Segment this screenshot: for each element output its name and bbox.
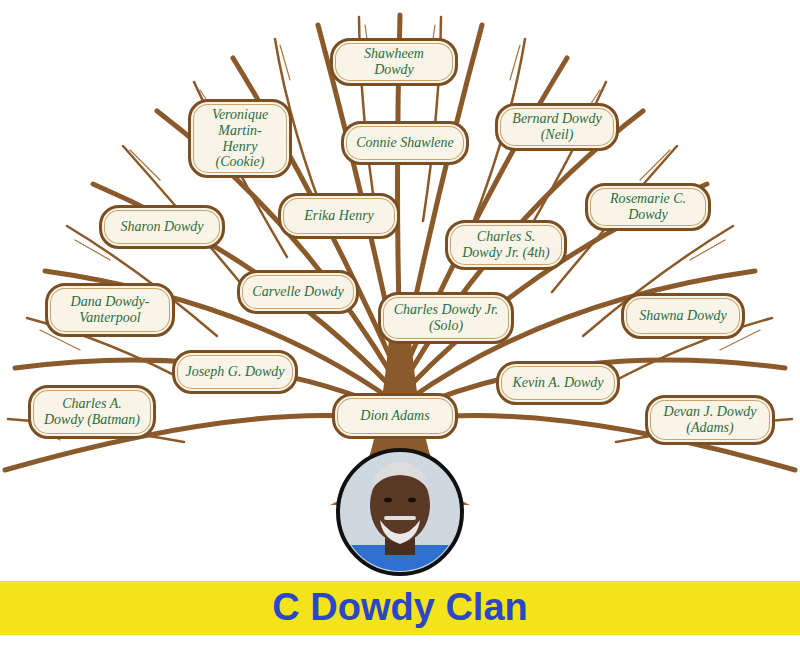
person-name: Dion Adams	[360, 408, 429, 424]
name-plaque: Shawheem Dowdy	[330, 38, 458, 86]
plaque-texts: Sharon Dowdy	[120, 219, 203, 235]
plaque-texts: Carvelle Dowdy	[252, 284, 343, 300]
person-name: Bernard Dowdy (Neil)	[508, 111, 606, 142]
name-plaque: Bernard Dowdy (Neil)	[495, 103, 619, 151]
plaque-texts: Charles Dowdy Jr. (Solo)	[391, 302, 501, 333]
name-plaque: Sharon Dowdy	[99, 205, 225, 249]
name-plaque: Devan J. Dowdy (Adams)	[645, 395, 775, 445]
plaque-texts: Bernard Dowdy (Neil)	[508, 111, 606, 142]
person-name: Dana Dowdy-Vanterpool	[58, 294, 162, 325]
name-plaque: Dana Dowdy-Vanterpool	[45, 283, 175, 337]
person-name: Devan J. Dowdy (Adams)	[658, 404, 762, 435]
plaque-texts: Charles A. Dowdy (Batman)	[41, 396, 143, 427]
name-plaque: Veronique Martin-Henry (Cookie)	[188, 99, 292, 178]
person-name: Shawheem Dowdy	[343, 46, 445, 77]
person-name: Charles A. Dowdy (Batman)	[41, 396, 143, 427]
name-plaque: Charles S. Dowdy Jr. (4th)	[445, 220, 567, 270]
plaque-texts: Shawna Dowdy	[639, 308, 727, 324]
plaque-texts: Kevin A. Dowdy	[512, 375, 603, 391]
name-plaque: Erika Henry	[278, 193, 400, 239]
name-plaque: Shawna Dowdy	[621, 293, 745, 339]
person-name: Charles S. Dowdy Jr. (4th)	[458, 229, 554, 260]
plaque-texts: Veronique Martin-Henry (Cookie)	[201, 107, 279, 170]
person-name: Erika Henry	[304, 208, 374, 224]
name-plaque: Charles Dowdy Jr. (Solo)	[378, 292, 514, 344]
name-plaque: Connie Shawlene	[341, 121, 469, 165]
plaque-texts: Charles S. Dowdy Jr. (4th)	[458, 229, 554, 260]
person-name: Kevin A. Dowdy	[512, 375, 603, 391]
person-name: Shawna Dowdy	[639, 308, 727, 324]
name-plaque: Dion Adams	[332, 393, 458, 439]
plaque-texts: Connie Shawlene	[356, 135, 454, 151]
person-name: Sharon Dowdy	[120, 219, 203, 235]
name-plaque: Joseph G. Dowdy	[172, 350, 298, 394]
name-plaque: Charles A. Dowdy (Batman)	[28, 385, 156, 439]
person-name: Rosemarie C. Dowdy	[598, 191, 698, 222]
plaque-texts: Dion Adams	[360, 408, 429, 424]
person-name: Charles Dowdy Jr. (Solo)	[391, 302, 501, 333]
person-name: Veronique Martin-Henry (Cookie)	[201, 107, 279, 170]
plaque-texts: Shawheem Dowdy	[343, 46, 445, 77]
plaque-texts: Dana Dowdy-Vanterpool	[58, 294, 162, 325]
name-plaque: Carvelle Dowdy	[237, 270, 359, 314]
plaque-texts: Joseph G. Dowdy	[185, 364, 284, 380]
name-plaque: Rosemarie C. Dowdy	[585, 183, 711, 231]
name-plaque: Kevin A. Dowdy	[496, 361, 620, 405]
person-name: Connie Shawlene	[356, 135, 454, 151]
person-name: Joseph G. Dowdy	[185, 364, 284, 380]
person-name: Carvelle Dowdy	[252, 284, 343, 300]
clan-title: C Dowdy Clan	[0, 579, 800, 635]
plaque-texts: Devan J. Dowdy (Adams)	[658, 404, 762, 435]
plaque-texts: Rosemarie C. Dowdy	[598, 191, 698, 222]
plaque-texts: Erika Henry	[304, 208, 374, 224]
